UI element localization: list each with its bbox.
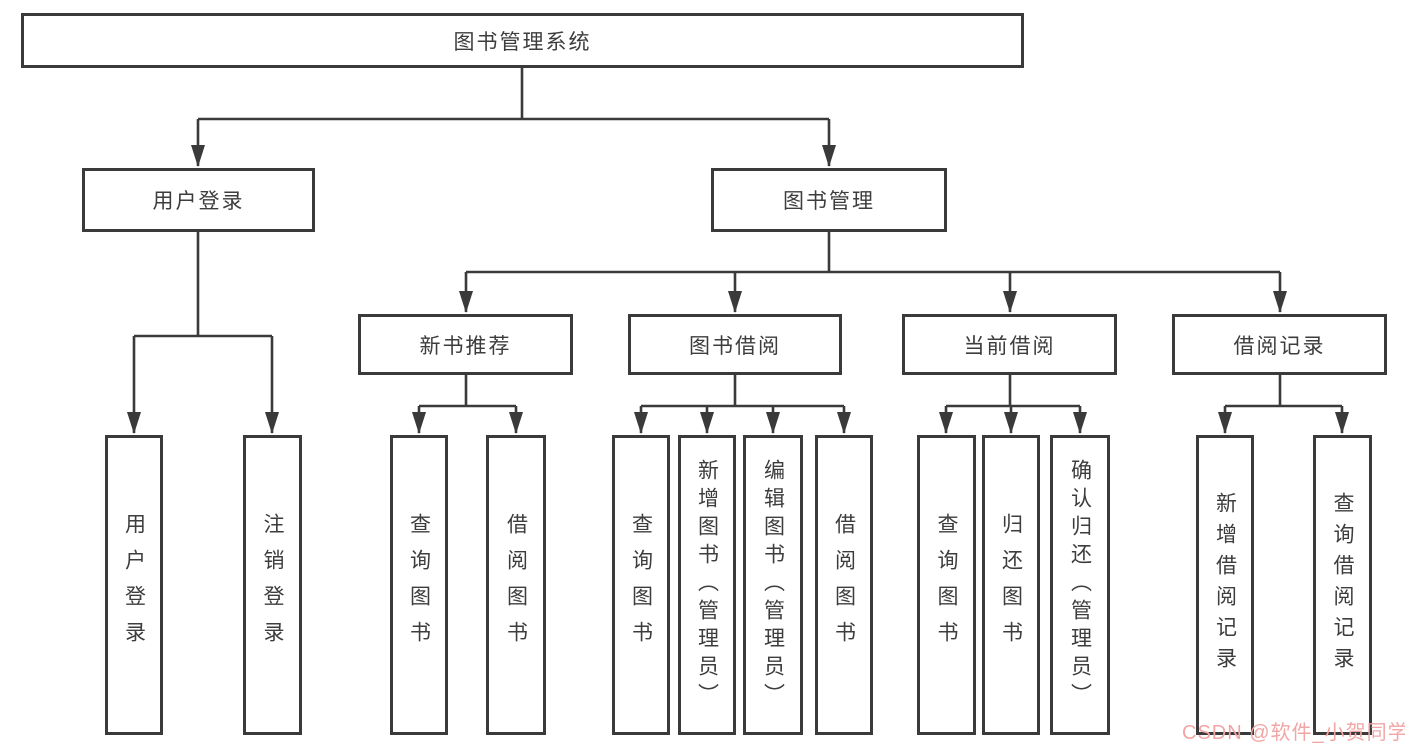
node-current-borrowing: 当前借阅 — [902, 314, 1117, 375]
leaf-query-borrow-record: 查询借阅记录 — [1313, 435, 1372, 735]
leaf-logout: 注销登录 — [243, 435, 302, 735]
leaf-add-borrow-record: 新增借阅记录 — [1196, 435, 1254, 735]
node-new-book-recommendation: 新书推荐 — [358, 314, 573, 375]
leaf-borrow-books: 借阅图书 — [815, 435, 873, 735]
leaf-user-login: 用户登录 — [105, 435, 163, 735]
leaf-borrow-books-recommend: 借阅图书 — [486, 435, 546, 735]
leaf-add-books-admin: 新增图书（管理员） — [678, 435, 736, 735]
node-borrowing-records: 借阅记录 — [1172, 314, 1387, 375]
leaf-query-books-current: 查询图书 — [917, 435, 976, 735]
node-user-login: 用户登录 — [82, 168, 315, 232]
node-book-management: 图书管理 — [711, 168, 947, 232]
leaf-query-books-borrowing: 查询图书 — [612, 435, 670, 735]
leaf-query-books-recommend: 查询图书 — [390, 435, 448, 735]
leaf-return-books: 归还图书 — [982, 435, 1040, 735]
leaf-edit-books-admin: 编辑图书（管理员） — [743, 435, 803, 735]
csdn-watermark: CSDN @软件_小贺同学 — [1182, 722, 1405, 744]
node-library-management-system: 图书管理系统 — [21, 13, 1024, 68]
leaf-confirm-return-admin: 确认归还（管理员） — [1050, 435, 1110, 735]
node-book-borrowing: 图书借阅 — [628, 314, 842, 375]
